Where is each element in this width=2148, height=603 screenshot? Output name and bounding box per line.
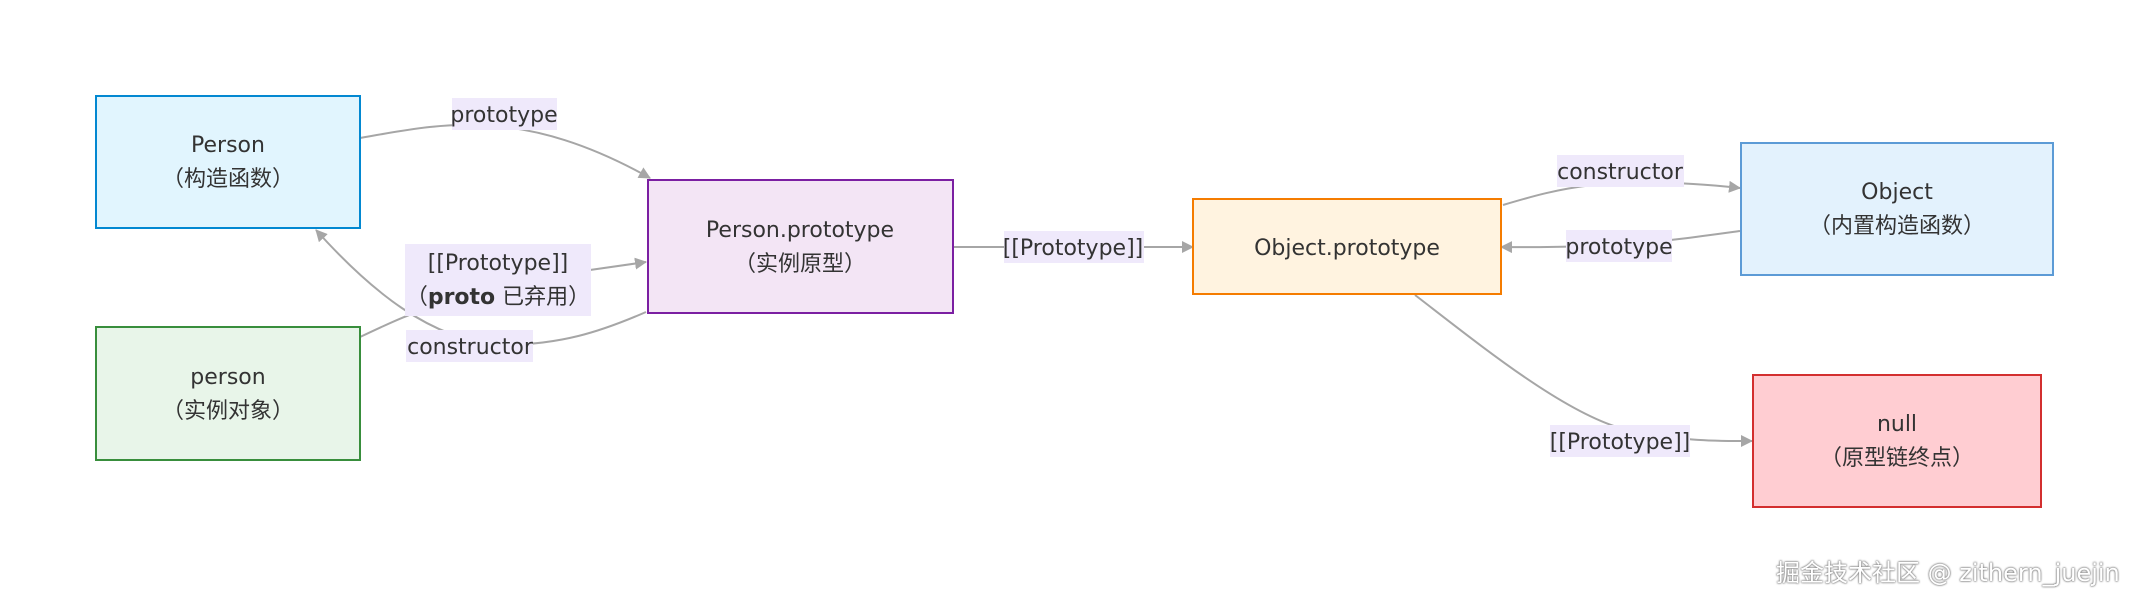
node-object-prototype-title: Object.prototype	[1254, 236, 1440, 261]
edge-label-instance-to-proto-line2: （proto 已弃用）	[406, 285, 590, 310]
edge-label-objectctor-to-objectproto: prototype	[1565, 230, 1673, 262]
node-object-prototype[interactable]: Object.prototype	[1192, 198, 1502, 295]
node-object-constructor-subtitle: （内置构造函数）	[1809, 214, 1985, 239]
edge-label-instance-to-proto: [[Prototype]] （proto 已弃用）	[405, 244, 591, 316]
node-person-prototype-subtitle: （实例原型）	[734, 252, 866, 277]
node-null-box	[1752, 374, 2042, 508]
edge-label-objectproto-to-null-text: [[Prototype]]	[1550, 430, 1690, 455]
edge-label-deprecated: 已弃用）	[495, 285, 590, 310]
edge-label-objectproto-to-objectctor: constructor	[1557, 155, 1684, 187]
edge-objectproto-to-null-line	[1414, 294, 1753, 448]
node-null[interactable]: null （原型链终点）	[1752, 374, 2042, 508]
edge-label-objectproto-to-null: [[Prototype]]	[1550, 425, 1690, 457]
edge-ctor-to-proto-line	[359, 123, 651, 179]
edge-label-proto-to-ctor: constructor	[406, 330, 534, 362]
watermark: 掘金技术社区 @ zithern_juejin	[1776, 559, 2120, 587]
edge-label-personproto-to-objectproto: [[Prototype]]	[1003, 231, 1144, 263]
node-person-instance[interactable]: person （实例对象）	[95, 326, 361, 461]
edge-label-paren-open: （	[406, 285, 428, 310]
edge-label-proto-to-ctor-text: constructor	[407, 335, 534, 360]
edge-label-personproto-to-objectproto-text: [[Prototype]]	[1003, 236, 1143, 261]
node-object-prototype-box	[1192, 198, 1502, 295]
node-object-constructor-title: Object	[1861, 180, 1933, 205]
node-person-prototype-title: Person.prototype	[706, 218, 894, 243]
edge-label-proto-bold: proto	[428, 285, 495, 310]
node-null-subtitle: （原型链终点）	[1820, 446, 1974, 471]
node-person-constructor-box	[95, 95, 361, 229]
node-person-instance-subtitle: （实例对象）	[162, 399, 294, 424]
node-object-constructor-box	[1740, 142, 2054, 276]
node-object-constructor[interactable]: Object （内置构造函数）	[1740, 142, 2054, 276]
edge-label-objectctor-to-objectproto-text: prototype	[1565, 235, 1672, 260]
node-person-instance-box	[95, 326, 361, 461]
node-person-prototype[interactable]: Person.prototype （实例原型）	[647, 179, 954, 314]
node-person-instance-title: person	[190, 365, 265, 390]
node-person-prototype-box	[647, 179, 954, 314]
node-null-title: null	[1877, 412, 1917, 437]
node-person-constructor[interactable]: Person （构造函数）	[95, 95, 361, 229]
edge-label-ctor-to-proto-text: prototype	[450, 103, 557, 128]
edge-ctor-to-proto	[359, 123, 651, 179]
edge-label-objectproto-to-objectctor-text: constructor	[1557, 160, 1684, 185]
node-person-constructor-title: Person	[191, 133, 265, 158]
node-person-constructor-subtitle: （构造函数）	[162, 167, 294, 192]
edge-objectproto-to-null	[1414, 294, 1753, 448]
edge-label-instance-to-proto-line1: [[Prototype]]	[428, 251, 568, 276]
edge-label-ctor-to-proto: prototype	[450, 98, 558, 130]
